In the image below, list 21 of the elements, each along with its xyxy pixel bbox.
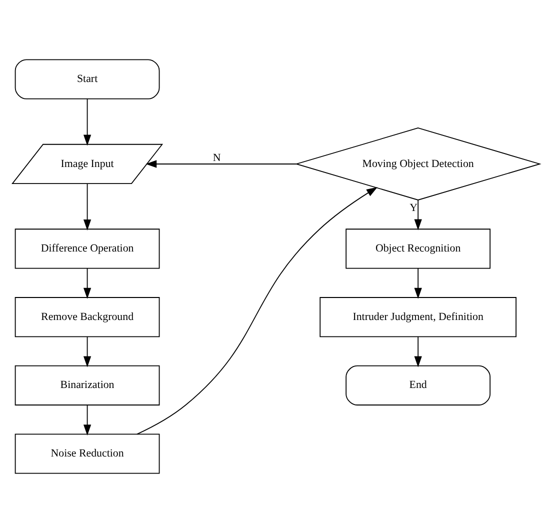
node-box: Remove Background bbox=[14, 296, 160, 337]
arrow bbox=[136, 186, 378, 434]
arrow bbox=[146, 160, 297, 168]
node-diamond: Moving Object Detection bbox=[294, 127, 542, 200]
node-box: Binarization bbox=[14, 364, 160, 405]
arrow bbox=[83, 98, 92, 146]
node-box: Object Recognition bbox=[346, 228, 491, 268]
arrow bbox=[83, 268, 92, 298]
node-box: Start bbox=[14, 58, 160, 99]
edge-label: Y bbox=[410, 202, 418, 214]
arrow bbox=[414, 336, 422, 367]
node-box: Difference Operation bbox=[14, 228, 160, 268]
arrow bbox=[83, 336, 92, 367]
edge-label: N bbox=[212, 151, 221, 164]
node-box: End bbox=[346, 364, 491, 405]
node-box: Intruder Judgment, Definition bbox=[320, 296, 516, 337]
arrow bbox=[414, 268, 422, 298]
arrow bbox=[83, 404, 92, 436]
node-box: Noise Reduction bbox=[14, 433, 160, 474]
arrow bbox=[414, 199, 422, 230]
arrow bbox=[83, 182, 92, 230]
